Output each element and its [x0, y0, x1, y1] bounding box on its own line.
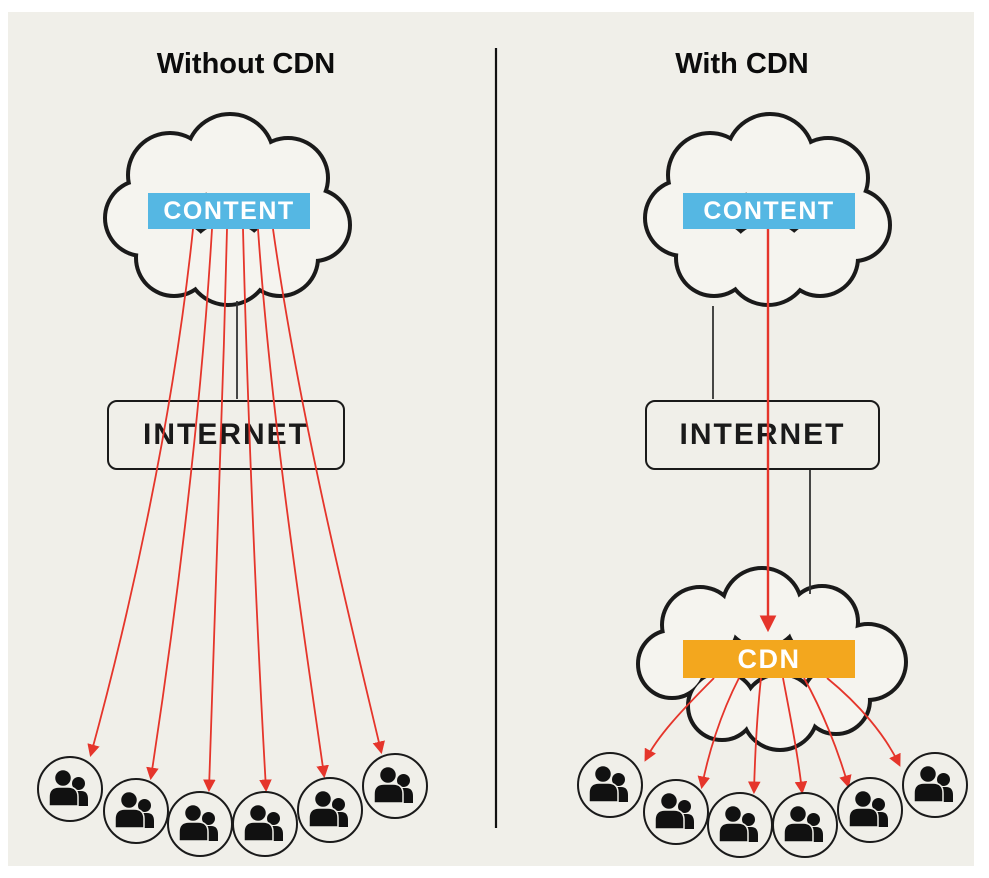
content-label-left: CONTENT — [163, 196, 295, 225]
users-icon — [297, 777, 363, 843]
users-icon — [362, 753, 428, 819]
users-icon — [837, 777, 903, 843]
users-icon — [232, 791, 298, 857]
cdn-delivery-arrows — [644, 229, 901, 795]
users-icon — [707, 792, 773, 858]
panel-title-with-cdn: With CDN — [675, 48, 809, 80]
users-icon — [103, 778, 169, 844]
users-icon — [577, 752, 643, 818]
users-icon — [167, 791, 233, 857]
internet-box-left: INTERNET — [107, 400, 345, 470]
internet-label-right: INTERNET — [679, 418, 846, 451]
network-connectors — [236, 301, 811, 594]
cdn-label: CDN — [737, 643, 801, 674]
internet-box-right: INTERNET — [645, 400, 880, 470]
content-badge-left: CONTENT — [148, 193, 310, 229]
user-groups-left — [37, 753, 428, 857]
users-icon — [37, 756, 103, 822]
cdn-badge: CDN — [683, 640, 855, 678]
user-groups-right — [577, 752, 968, 858]
content-label-right: CONTENT — [703, 196, 835, 225]
direct-delivery-arrows — [87, 228, 385, 793]
panel-title-without-cdn: Without CDN — [156, 48, 336, 80]
users-icon — [902, 752, 968, 818]
users-icon — [772, 792, 838, 858]
users-icon — [643, 779, 709, 845]
content-badge-right: CONTENT — [683, 193, 855, 229]
